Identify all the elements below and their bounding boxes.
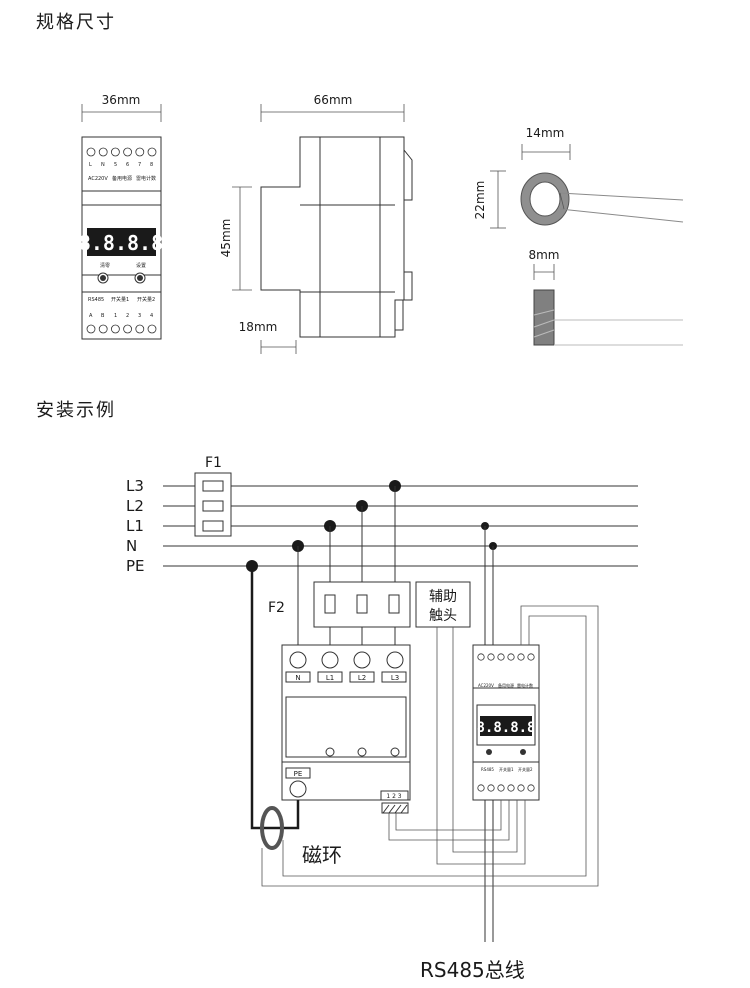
install-bottom-terminal-3 bbox=[497, 784, 505, 792]
front-top-terminal-1 bbox=[86, 147, 96, 157]
install-bottom-terminal-6 bbox=[527, 784, 535, 792]
front-sw2-label: 开关量2 bbox=[137, 296, 155, 303]
install-bottom-terminal-1 bbox=[477, 784, 485, 792]
front-bottom-terminal-2 bbox=[98, 324, 108, 334]
front-bottom-terminal-5 bbox=[135, 324, 145, 334]
front-top-terminal-4 bbox=[123, 147, 132, 157]
install-heading: 安装示例 bbox=[36, 400, 116, 421]
side-width-label: 66mm bbox=[314, 93, 353, 107]
install-bottom-terminal-5 bbox=[517, 784, 525, 792]
ring-height-label: 22mm bbox=[473, 181, 487, 220]
front-term-B: B bbox=[101, 313, 105, 319]
front-top-terminal-2 bbox=[98, 147, 108, 157]
side-bottom-label: 18mm bbox=[239, 320, 278, 334]
aux-contact-label-2: 触头 bbox=[429, 608, 457, 624]
aux-contact-label-1: 辅助 bbox=[429, 589, 457, 605]
front-term-8: 8 bbox=[150, 162, 153, 168]
spec-heading: 规格尺寸 bbox=[36, 12, 116, 33]
ring-width-label: 14mm bbox=[526, 126, 565, 140]
front-power-label: AC220V bbox=[88, 176, 108, 182]
install-meter-label: 雷电计数 bbox=[517, 682, 533, 688]
side-view: 66mm 45mm 18mm bbox=[219, 93, 413, 354]
front-sw1-label: 开关量1 bbox=[111, 296, 129, 303]
front-display bbox=[87, 228, 156, 256]
installation-diagram: L3 L2 L1 N PE F1 F2 辅助 触头 bbox=[126, 455, 638, 982]
breaker-F2-label: F2 bbox=[268, 600, 285, 616]
install-power-label: AC220V bbox=[478, 683, 494, 688]
spd-pe-label: PE bbox=[294, 770, 303, 778]
front-term-L: L bbox=[89, 162, 92, 168]
spd-term-N: N bbox=[295, 674, 300, 682]
magnetic-ring-label: 磁环 bbox=[302, 843, 342, 867]
front-bottom-terminal-6 bbox=[147, 324, 157, 334]
install-bottom-terminal-2 bbox=[487, 784, 495, 792]
front-top-terminals bbox=[86, 147, 157, 157]
front-reset-button bbox=[100, 275, 106, 281]
front-term-N: N bbox=[101, 162, 105, 168]
front-view: 36mm L N 5 6 7 8 AC220V 备用电源 雷电计数 8.8.8.… bbox=[79, 93, 163, 340]
front-term-2: 2 bbox=[126, 313, 129, 319]
install-top-terminal-4 bbox=[507, 653, 515, 661]
install-bottom-terminal-4 bbox=[507, 784, 515, 792]
ring-side-view: 8mm bbox=[528, 248, 683, 346]
install-display-digits: 8.8.8.8 bbox=[476, 720, 535, 736]
install-bottom-terminals bbox=[477, 784, 535, 792]
front-top-terminal-6 bbox=[147, 147, 157, 157]
front-bottom-terminal-4 bbox=[123, 324, 132, 334]
front-set-button bbox=[137, 275, 143, 281]
front-meter-label: 雷电计数 bbox=[136, 175, 156, 182]
front-width-label: 36mm bbox=[102, 93, 141, 107]
install-magnetic-ring bbox=[260, 806, 284, 850]
spd-term-L2: L2 bbox=[358, 674, 366, 682]
front-btn-left-label: 清零 bbox=[100, 262, 110, 269]
front-term-1: 1 bbox=[114, 313, 117, 319]
front-bottom-terminal-3 bbox=[111, 324, 120, 334]
front-term-6: 6 bbox=[126, 162, 129, 168]
front-backup-label: 备用电源 bbox=[112, 175, 132, 182]
side-height-label: 45mm bbox=[219, 219, 233, 258]
front-term-7: 7 bbox=[138, 162, 141, 168]
rs485-bus-label: RS485总线 bbox=[420, 958, 525, 982]
aux-contact-box bbox=[415, 581, 471, 628]
install-sw2-label: 开关量2 bbox=[518, 766, 533, 772]
line-label-L1: L1 bbox=[126, 517, 144, 535]
install-top-terminal-6 bbox=[527, 653, 535, 661]
bar-width-label: 8mm bbox=[528, 248, 559, 262]
install-top-terminal-1 bbox=[477, 653, 485, 661]
line-label-N: N bbox=[126, 537, 137, 555]
line-label-L2: L2 bbox=[126, 497, 144, 515]
spd-aux-terminals: 1 2 3 bbox=[386, 793, 401, 800]
install-top-terminals bbox=[477, 653, 535, 661]
front-rs485-label: RS485 bbox=[88, 297, 104, 303]
line-label-L3: L3 bbox=[126, 477, 144, 495]
install-top-terminal-2 bbox=[487, 653, 495, 661]
front-btn-right-label: 设置 bbox=[136, 262, 146, 269]
front-term-3: 3 bbox=[138, 313, 141, 319]
install-top-terminal-3 bbox=[497, 653, 505, 661]
install-rs485-label: RS485 bbox=[481, 767, 494, 772]
ring-view: 14mm 22mm bbox=[473, 126, 684, 229]
install-backup-label: 备用电源 bbox=[498, 682, 514, 688]
install-counter-display bbox=[480, 716, 532, 736]
ring-side-bar bbox=[533, 289, 555, 346]
front-display-digits: 8.8.8.8 bbox=[79, 231, 163, 255]
front-term-5: 5 bbox=[114, 162, 117, 168]
spd-term-L1: L1 bbox=[326, 674, 334, 682]
front-top-terminal-5 bbox=[135, 147, 145, 157]
front-bottom-terminals bbox=[86, 324, 157, 334]
install-sw1-label: 开关量1 bbox=[499, 766, 514, 772]
side-body-outline bbox=[260, 136, 405, 338]
front-bottom-terminal-1 bbox=[86, 324, 96, 334]
front-top-terminal-3 bbox=[111, 147, 120, 157]
fuse-F1-label: F1 bbox=[205, 455, 222, 471]
line-label-PE: PE bbox=[126, 557, 145, 575]
front-term-A: A bbox=[89, 313, 93, 319]
front-term-4: 4 bbox=[150, 313, 153, 319]
install-top-terminal-5 bbox=[517, 653, 525, 661]
spd-term-L3: L3 bbox=[391, 674, 399, 682]
